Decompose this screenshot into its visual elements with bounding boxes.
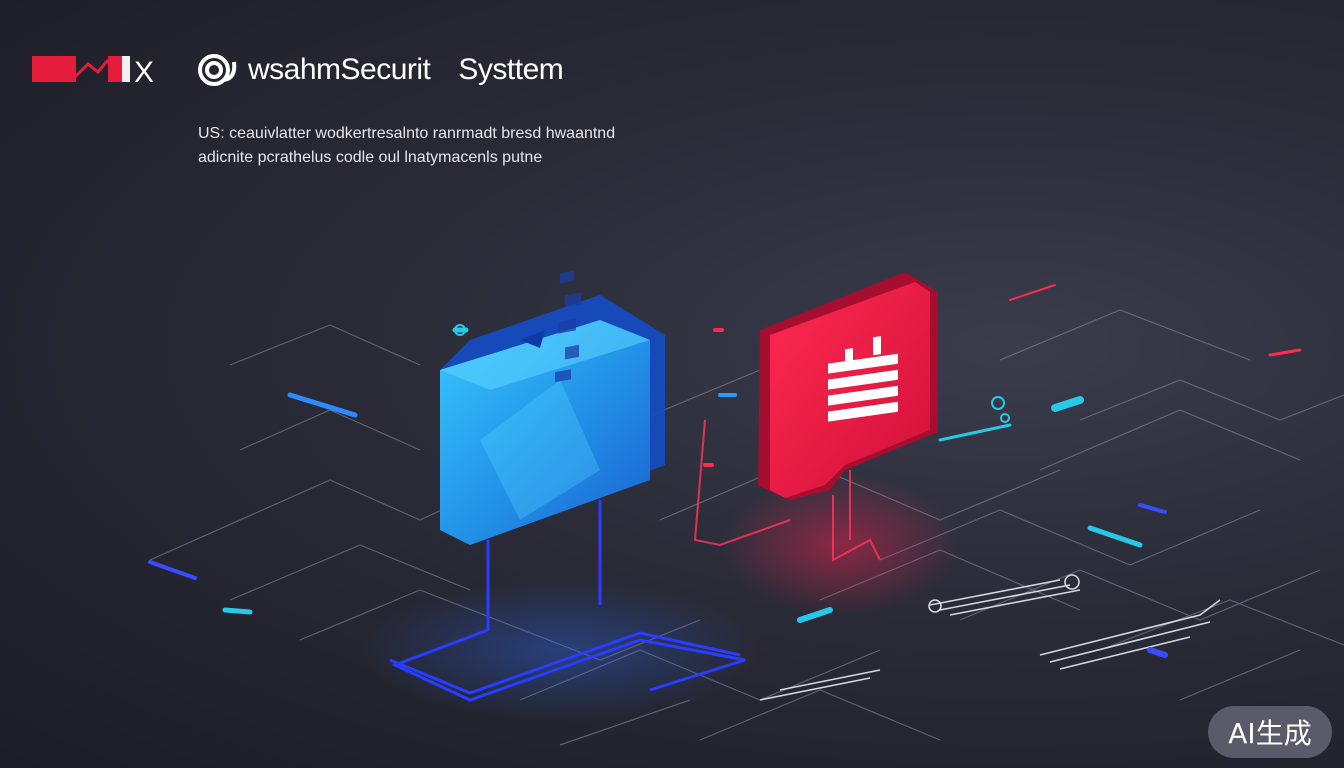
circuit-accents [148,327,1168,658]
firewall-icon [828,336,898,422]
brand-text: X [134,56,154,86]
circuit-nodes [454,324,1010,423]
ai-generated-label: AI生成 [1228,717,1312,750]
ai-generated-badge: AI生成 [1208,706,1332,758]
blue-circuit-path [389,500,746,702]
title-part-1: wsahmSecurit [248,53,431,86]
red-brand-logo-icon: X [32,56,154,86]
circuit-accents-red [703,284,1302,467]
title-part-2: Systtem [458,53,564,86]
page-title: wsahmSecurit Systtem [194,52,564,88]
red-circuit-path [693,419,881,562]
blue-shield-panel-icon [440,270,665,545]
subtitle: US: ceauivlatter wodkertresalnto ranrmad… [198,122,718,170]
red-firewall-panel-icon [758,272,938,500]
subtitle-line-1: US: ceauivlatter wodkertresalnto ranrmad… [198,125,616,142]
subtitle-line-2: adicnite pcrathelus codle oul lnatymacen… [198,149,543,166]
circuit-traces-white [759,574,1221,701]
swirl-logo-icon [198,54,237,86]
